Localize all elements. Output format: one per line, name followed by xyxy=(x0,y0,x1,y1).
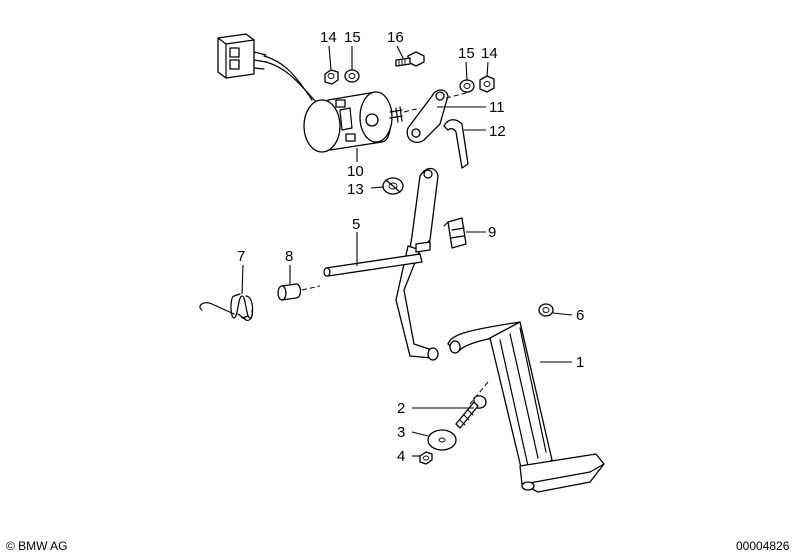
callout-8: 8 xyxy=(285,248,293,265)
callout-9: 9 xyxy=(488,224,496,241)
callout-14-left: 14 xyxy=(320,29,337,46)
nut-14-left-drawing xyxy=(324,69,339,85)
callout-14-right: 14 xyxy=(481,45,498,62)
torsion-spring-drawing xyxy=(199,293,254,322)
callout-5: 5 xyxy=(352,216,360,233)
clip-9-drawing xyxy=(443,217,467,249)
connecting-rod-drawing xyxy=(443,119,469,169)
actuator-motor-drawing xyxy=(303,91,421,153)
callout-labels: 14 15 16 15 14 11 12 10 13 5 9 7 8 6 1 2… xyxy=(237,29,584,465)
pedal-lever-drawing xyxy=(323,167,439,361)
nut-14-right-drawing xyxy=(479,75,495,93)
copyright-label: © BMW AG xyxy=(6,539,68,553)
leader-lines xyxy=(241,45,573,457)
callout-7: 7 xyxy=(237,248,245,265)
bracket-drawing xyxy=(406,89,471,143)
callout-12: 12 xyxy=(489,123,506,140)
callout-15-left: 15 xyxy=(344,29,361,46)
callout-6: 6 xyxy=(576,307,584,324)
callout-16: 16 xyxy=(387,29,404,46)
callout-10: 10 xyxy=(347,163,364,180)
callout-4: 4 xyxy=(397,448,405,465)
drawing-number: 00004826 xyxy=(736,539,790,553)
connector-plug-drawing xyxy=(217,33,317,103)
washer-15-left-drawing xyxy=(344,69,360,83)
nut-4-drawing xyxy=(419,451,433,465)
callout-13: 13 xyxy=(347,181,364,198)
callout-15-right: 15 xyxy=(458,45,475,62)
circlip-drawing xyxy=(538,303,554,317)
bushing-drawing xyxy=(277,283,321,301)
clip-13-drawing xyxy=(382,177,404,195)
callout-11: 11 xyxy=(489,99,505,116)
washer-15-right-drawing xyxy=(459,79,475,93)
callout-2: 2 xyxy=(397,400,405,417)
bolt-16-drawing xyxy=(395,51,425,67)
callout-1: 1 xyxy=(576,354,584,371)
stop-screw-drawing xyxy=(455,395,487,429)
pedal-plate-drawing xyxy=(447,321,605,493)
callout-3: 3 xyxy=(397,424,405,441)
stop-disc-drawing xyxy=(427,429,457,451)
